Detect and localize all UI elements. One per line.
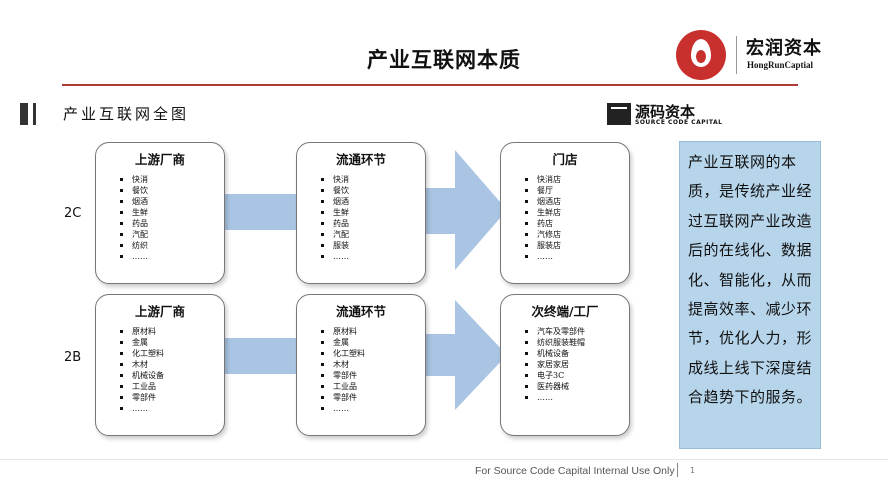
list-item: 餐饮 xyxy=(120,185,224,196)
list-item: 电子3C xyxy=(525,370,629,381)
list-item: 汽修店 xyxy=(525,229,629,240)
box-title: 流通环节 xyxy=(335,152,386,167)
list-item: 餐厅 xyxy=(525,185,629,196)
list-item: 药店 xyxy=(525,218,629,229)
list-item: 工业品 xyxy=(120,381,224,392)
list-item: …… xyxy=(120,251,224,262)
list-item: 家居家居 xyxy=(525,359,629,370)
list-item: …… xyxy=(525,251,629,262)
source-code-logo-cn: 源码资本 xyxy=(635,103,696,121)
list-item: 药品 xyxy=(321,218,425,229)
list-item: 零部件 xyxy=(321,370,425,381)
box-title: 门店 xyxy=(552,152,578,167)
list-item: 服装 xyxy=(321,240,425,251)
company-logo: 宏润资本 HongRunCaptial xyxy=(676,30,876,82)
row-label-2b: 2B xyxy=(64,350,82,365)
list-item: 快消 xyxy=(321,174,425,185)
list-item: 零部件 xyxy=(120,392,224,403)
box-2b-terminal: 次终端/工厂 汽车及零部件 纺织服装鞋帽 机械设备 家居家居 电子3C 医药器械… xyxy=(500,294,630,436)
list-item: 机械设备 xyxy=(120,370,224,381)
list-item: 药品 xyxy=(120,218,224,229)
list-item: …… xyxy=(321,403,425,414)
list-item: 金属 xyxy=(120,337,224,348)
footer-divider xyxy=(0,459,888,460)
row-label-2c: 2C xyxy=(64,206,82,221)
list-item: 快消店 xyxy=(525,174,629,185)
box-title: 上游厂商 xyxy=(134,304,185,319)
list-item: 化工塑料 xyxy=(321,348,425,359)
list-item: 木材 xyxy=(321,359,425,370)
footer-text: For Source Code Capital Internal Use Onl… xyxy=(475,465,675,477)
subheading: 产业互联网全图 xyxy=(63,105,190,123)
list-item: 机械设备 xyxy=(525,348,629,359)
list-item: 餐饮 xyxy=(321,185,425,196)
list-item: 烟酒 xyxy=(120,196,224,207)
list-item: 零部件 xyxy=(321,392,425,403)
list-item: 生鲜店 xyxy=(525,207,629,218)
page-title: 产业互联网本质 xyxy=(367,48,521,72)
page-number: 1 xyxy=(690,466,696,475)
box-2b-distribution: 流通环节 原材料 金属 化工塑料 木材 零部件 工业品 零部件 …… xyxy=(296,294,426,436)
list-item: 工业品 xyxy=(321,381,425,392)
box-2c-distribution: 流通环节 快消 餐饮 烟酒 生鲜 药品 汽配 服装 …… xyxy=(296,142,426,284)
list-item: 快消 xyxy=(120,174,224,185)
summary-note: 产业互联网的本质，是传统产业经过互联网产业改造后的在线化、数据化、智能化，从而提… xyxy=(679,141,821,449)
arrow-2b-b-icon xyxy=(425,300,507,410)
list-item: 生鲜 xyxy=(120,207,224,218)
list-item: 原材料 xyxy=(120,326,224,337)
list-item: 纺织 xyxy=(120,240,224,251)
subheading-marker-icon xyxy=(20,103,28,125)
list-item: 金属 xyxy=(321,337,425,348)
list-item: 汽配 xyxy=(120,229,224,240)
arrow-2c-b-icon xyxy=(425,150,507,270)
list-item: 纺织服装鞋帽 xyxy=(525,337,629,348)
header-divider xyxy=(62,84,798,86)
box-2b-upstream: 上游厂商 原材料 金属 化工塑料 木材 机械设备 工业品 零部件 …… xyxy=(95,294,225,436)
box-title: 流通环节 xyxy=(335,304,386,319)
source-code-logo-icon xyxy=(607,103,631,125)
list-item: 烟酒店 xyxy=(525,196,629,207)
arrow-2b-a-icon xyxy=(224,338,300,374)
source-code-logo-en: SOURCE CODE CAPITAL xyxy=(635,119,723,126)
list-item: …… xyxy=(120,403,224,414)
list-item: 化工塑料 xyxy=(120,348,224,359)
list-item: 木材 xyxy=(120,359,224,370)
arrow-2c-a-icon xyxy=(224,194,300,230)
box-2c-upstream: 上游厂商 快消 餐饮 烟酒 生鲜 药品 汽配 纺织 …… xyxy=(95,142,225,284)
list-item: 烟酒 xyxy=(321,196,425,207)
list-item: …… xyxy=(525,392,629,403)
logo-name-cn: 宏润资本 xyxy=(746,38,822,59)
box-title: 次终端/工厂 xyxy=(531,304,599,319)
box-2c-stores: 门店 快消店 餐厅 烟酒店 生鲜店 药店 汽修店 服装店 …… xyxy=(500,142,630,284)
list-item: 原材料 xyxy=(321,326,425,337)
list-item: 汽配 xyxy=(321,229,425,240)
drop-logo-icon xyxy=(676,30,726,80)
logo-name-en: HongRunCaptial xyxy=(747,60,814,70)
summary-note-text: 产业互联网的本质，是传统产业经过互联网产业改造后的在线化、数据化、智能化，从而提… xyxy=(688,153,813,407)
box-title: 上游厂商 xyxy=(134,152,185,167)
list-item: 服装店 xyxy=(525,240,629,251)
list-item: 医药器械 xyxy=(525,381,629,392)
list-item: 生鲜 xyxy=(321,207,425,218)
list-item: …… xyxy=(321,251,425,262)
list-item: 汽车及零部件 xyxy=(525,326,629,337)
